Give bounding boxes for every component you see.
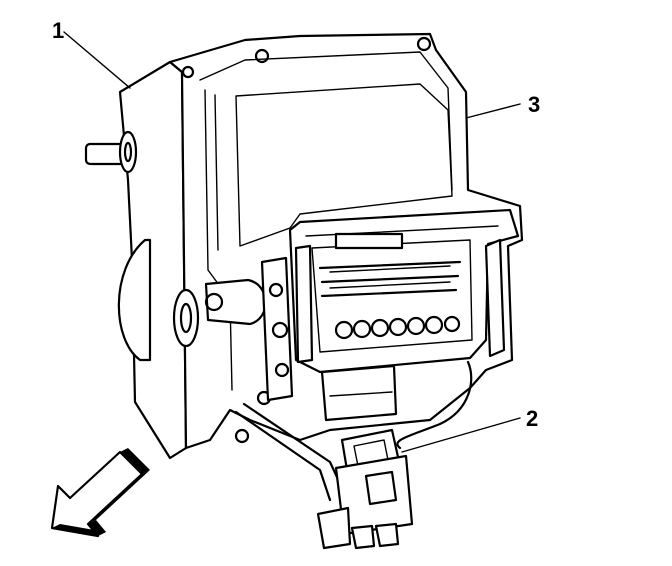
callout-1: 1 xyxy=(52,18,64,43)
mount-hole-3 xyxy=(416,36,432,52)
leader-line-3 xyxy=(465,103,521,119)
connector-plug xyxy=(316,428,414,550)
callout-3: 3 xyxy=(528,92,540,117)
mount-hole-1 xyxy=(181,65,195,79)
socket-base xyxy=(320,364,398,422)
cover-plate xyxy=(235,83,453,247)
terminal-cluster xyxy=(260,256,294,402)
leader-line-2 xyxy=(401,417,521,453)
mount-hole-5 xyxy=(234,428,250,444)
harness-wire xyxy=(396,360,473,450)
bracket-arm xyxy=(204,278,267,326)
callout-2: 2 xyxy=(526,406,538,431)
connector-pins xyxy=(334,315,461,340)
connector-socket xyxy=(288,208,520,374)
output-shaft xyxy=(84,130,138,174)
arrow-down-left-icon xyxy=(50,448,150,538)
leader-line-1 xyxy=(63,31,131,89)
round-boss xyxy=(117,238,200,362)
mount-hole-2 xyxy=(254,48,270,64)
